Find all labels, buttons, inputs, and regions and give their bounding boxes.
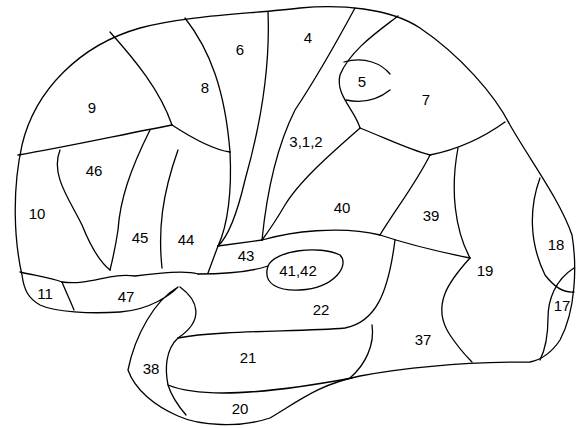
area-number: 10: [29, 206, 46, 222]
area-number: 9: [88, 100, 96, 116]
area-border: [430, 122, 505, 155]
area-number: 46: [86, 163, 103, 179]
area-number: 6: [236, 42, 244, 58]
area-border: [198, 266, 268, 274]
area-number: 39: [423, 208, 440, 224]
area-border: [18, 125, 172, 155]
area-border: [262, 230, 380, 240]
area-border: [540, 268, 574, 360]
area-number: 43: [238, 248, 255, 264]
area-border: [346, 90, 390, 101]
area-number: 11: [37, 286, 53, 302]
area-number: 3,1,2: [289, 134, 322, 150]
area-border: [360, 128, 430, 155]
area-border: [110, 32, 172, 125]
area-border: [57, 150, 110, 270]
area-border: [454, 148, 470, 258]
area-border: [62, 272, 198, 283]
area-border: [344, 60, 390, 74]
area-border: [168, 378, 352, 393]
area-border: [20, 272, 62, 282]
area-border: [185, 18, 230, 152]
area-border: [172, 125, 230, 152]
area-border: [267, 250, 343, 290]
area-number: 22: [313, 302, 330, 318]
area-border: [532, 178, 574, 292]
area-number: 4: [304, 30, 312, 46]
area-border: [178, 240, 395, 338]
area-border: [62, 282, 74, 310]
area-border: [380, 155, 430, 235]
area-border: [262, 128, 360, 240]
area-border: [350, 325, 373, 378]
brain-outline: [15, 7, 574, 425]
area-border: [218, 12, 268, 246]
area-border: [339, 16, 398, 128]
area-number: 47: [118, 289, 135, 305]
area-border: [166, 287, 196, 415]
area-number: 41,42: [279, 263, 317, 279]
area-number: 5: [358, 74, 366, 90]
area-number: 38: [143, 361, 160, 377]
area-number: 19: [477, 263, 494, 279]
area-border: [442, 258, 472, 362]
area-number: 21: [240, 350, 257, 366]
area-number: 20: [232, 401, 249, 417]
area-number: 40: [334, 200, 351, 216]
area-number: 18: [548, 237, 565, 253]
area-border: [218, 240, 262, 246]
area-border: [161, 150, 178, 268]
area-number: 8: [201, 80, 209, 96]
area-number: 44: [178, 232, 195, 248]
area-border: [110, 130, 150, 270]
area-border: [262, 8, 355, 240]
area-number: 37: [415, 332, 432, 348]
area-number: 45: [132, 230, 149, 246]
area-number: 17: [554, 298, 571, 314]
area-number: 7: [422, 92, 430, 108]
area-border: [208, 246, 218, 273]
